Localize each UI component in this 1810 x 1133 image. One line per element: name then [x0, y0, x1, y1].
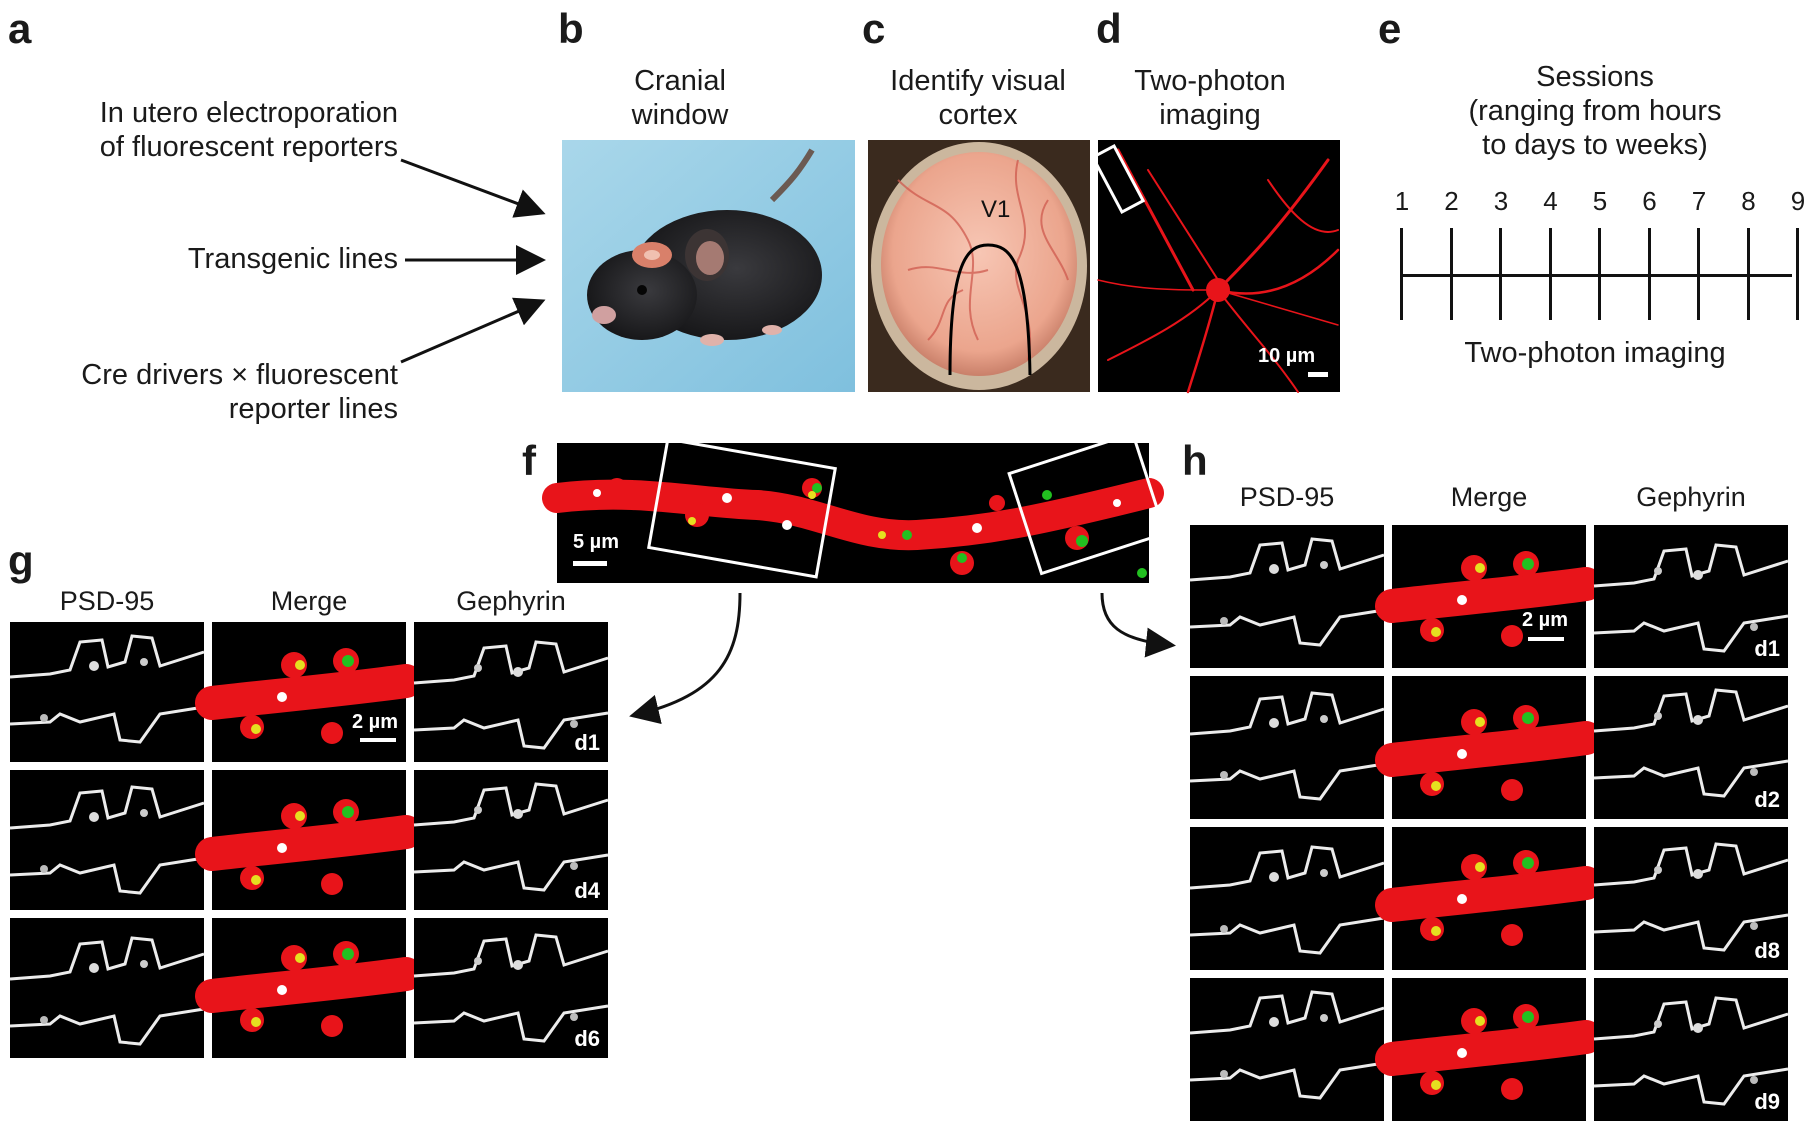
session-tick	[1400, 228, 1403, 320]
session-tick	[1449, 228, 1453, 320]
session-number: 8	[1741, 186, 1756, 216]
g-tile-psd-95-d4	[9, 770, 205, 910]
session-tick	[1548, 228, 1552, 320]
arrow-electroporation	[400, 158, 546, 218]
scale-bar-d-label: 10 µm	[1258, 345, 1316, 367]
g-header-gephyrin: Gephyrin	[456, 586, 566, 616]
h-tile-gephyrin-d1: d1	[1593, 525, 1789, 668]
arrow-to-h	[1100, 592, 1176, 658]
g-tile-gephyrin-d6: d6	[413, 918, 609, 1058]
panel-label-b: b	[558, 5, 584, 52]
session-number: 9	[1790, 186, 1806, 216]
h-tile-gephyrin-d8: d8	[1593, 827, 1789, 970]
panel-label-a: a	[8, 5, 32, 52]
dendrite-overview: 5 µm	[542, 431, 1168, 583]
h-tile-merge-d8	[1375, 827, 1603, 970]
session-tick	[1697, 228, 1700, 320]
h-tile-gephyrin-d2: d2	[1593, 676, 1789, 819]
h-tile-merge-d9	[1375, 978, 1603, 1121]
source-cre-drivers: Cre drivers × fluorescent reporter lines	[81, 359, 398, 425]
panel-label-d: d	[1096, 5, 1122, 52]
session-number: 2	[1444, 186, 1459, 216]
session-number: 7	[1691, 186, 1707, 216]
source-electroporation: In utero electroporation of fluorescent …	[99, 97, 398, 163]
arrow-to-g	[629, 592, 742, 725]
v1-label: V1	[981, 196, 1011, 223]
session-tick	[1647, 228, 1651, 320]
day-label: d4	[574, 878, 600, 903]
panel-label-c: c	[862, 5, 886, 52]
scale-bar-d	[1308, 372, 1328, 377]
session-number: 3	[1493, 186, 1509, 216]
h-header-psd95: PSD-95	[1239, 482, 1335, 512]
h-tile-psd-95-d9	[1189, 978, 1385, 1121]
h-tile-merge-d2	[1375, 676, 1603, 819]
session-number: 5	[1592, 186, 1608, 216]
caption-c: Identify visual cortex	[890, 65, 1066, 131]
caption-d: Two-photon imaging	[1134, 65, 1286, 131]
v1-boundary	[948, 243, 1032, 376]
h-tile-psd-95-d8	[1189, 827, 1385, 970]
panel-label-e: e	[1378, 5, 1402, 52]
mouse-photo	[562, 140, 855, 392]
scale-bar-f-label: 5 µm	[573, 531, 619, 553]
scale-bar	[1528, 637, 1564, 641]
sessions-title: Sessions (ranging from hours to days to …	[1468, 61, 1722, 161]
g-tile-gephyrin-d1: d1	[413, 622, 609, 762]
roi-left	[647, 437, 837, 579]
g-tile-merge-d1: 2 µm	[195, 622, 423, 762]
scale-bar-label: 2 µm	[352, 711, 398, 733]
session-number: 6	[1642, 186, 1657, 216]
h-tile-psd-95-d1	[1189, 525, 1385, 668]
day-label: d9	[1754, 1089, 1780, 1114]
timeline-label: Two-photon imaging	[1464, 337, 1726, 369]
session-tick	[1746, 228, 1750, 320]
session-tick	[1499, 228, 1502, 320]
h-header-gephyrin: Gephyrin	[1636, 482, 1746, 512]
g-header-merge: Merge	[270, 586, 348, 616]
session-number: 1	[1394, 186, 1410, 216]
scale-bar-label: 2 µm	[1522, 609, 1568, 631]
day-label: d1	[1754, 636, 1780, 661]
day-label: d2	[1754, 787, 1780, 812]
callout-arrows	[629, 592, 1176, 725]
neuron-image: 10 µm	[1090, 140, 1340, 394]
panel-label-g: g	[8, 537, 34, 584]
day-label: d1	[574, 730, 600, 755]
day-label: d8	[1754, 938, 1780, 963]
caption-b: Cranial window	[631, 65, 729, 131]
session-tick	[1598, 228, 1601, 320]
g-tile-gephyrin-d4: d4	[413, 770, 609, 910]
session-timeline: 1 2 3 4 5 6 7 8 9	[1390, 180, 1805, 340]
session-number: 4	[1543, 186, 1558, 216]
g-tile-merge-d6	[195, 918, 423, 1058]
cranial-window-photo: V1	[868, 140, 1090, 392]
g-tile-psd-95-d1	[9, 622, 205, 762]
g-header-psd95: PSD-95	[59, 586, 155, 616]
roi-box	[1090, 143, 1146, 215]
source-transgenic: Transgenic lines	[187, 243, 398, 275]
session-tick	[1796, 228, 1799, 320]
h-tile-psd-95-d2	[1189, 676, 1385, 819]
panel-label-h: h	[1182, 437, 1208, 484]
arrow-cre	[400, 297, 546, 364]
h-header-merge: Merge	[1450, 482, 1528, 512]
panel-label-f: f	[522, 437, 536, 484]
g-tile-merge-d4	[195, 770, 423, 910]
source-arrows	[400, 158, 546, 364]
scale-bar-f	[573, 561, 607, 566]
day-label: d6	[574, 1026, 600, 1051]
scale-bar	[360, 738, 396, 742]
timeline-axis	[1400, 274, 1792, 277]
g-tile-psd-95-d6	[9, 918, 205, 1058]
roi-right	[1007, 431, 1168, 576]
h-tile-gephyrin-d9: d9	[1593, 978, 1789, 1121]
h-tile-merge-d1: 2 µm	[1375, 525, 1603, 668]
